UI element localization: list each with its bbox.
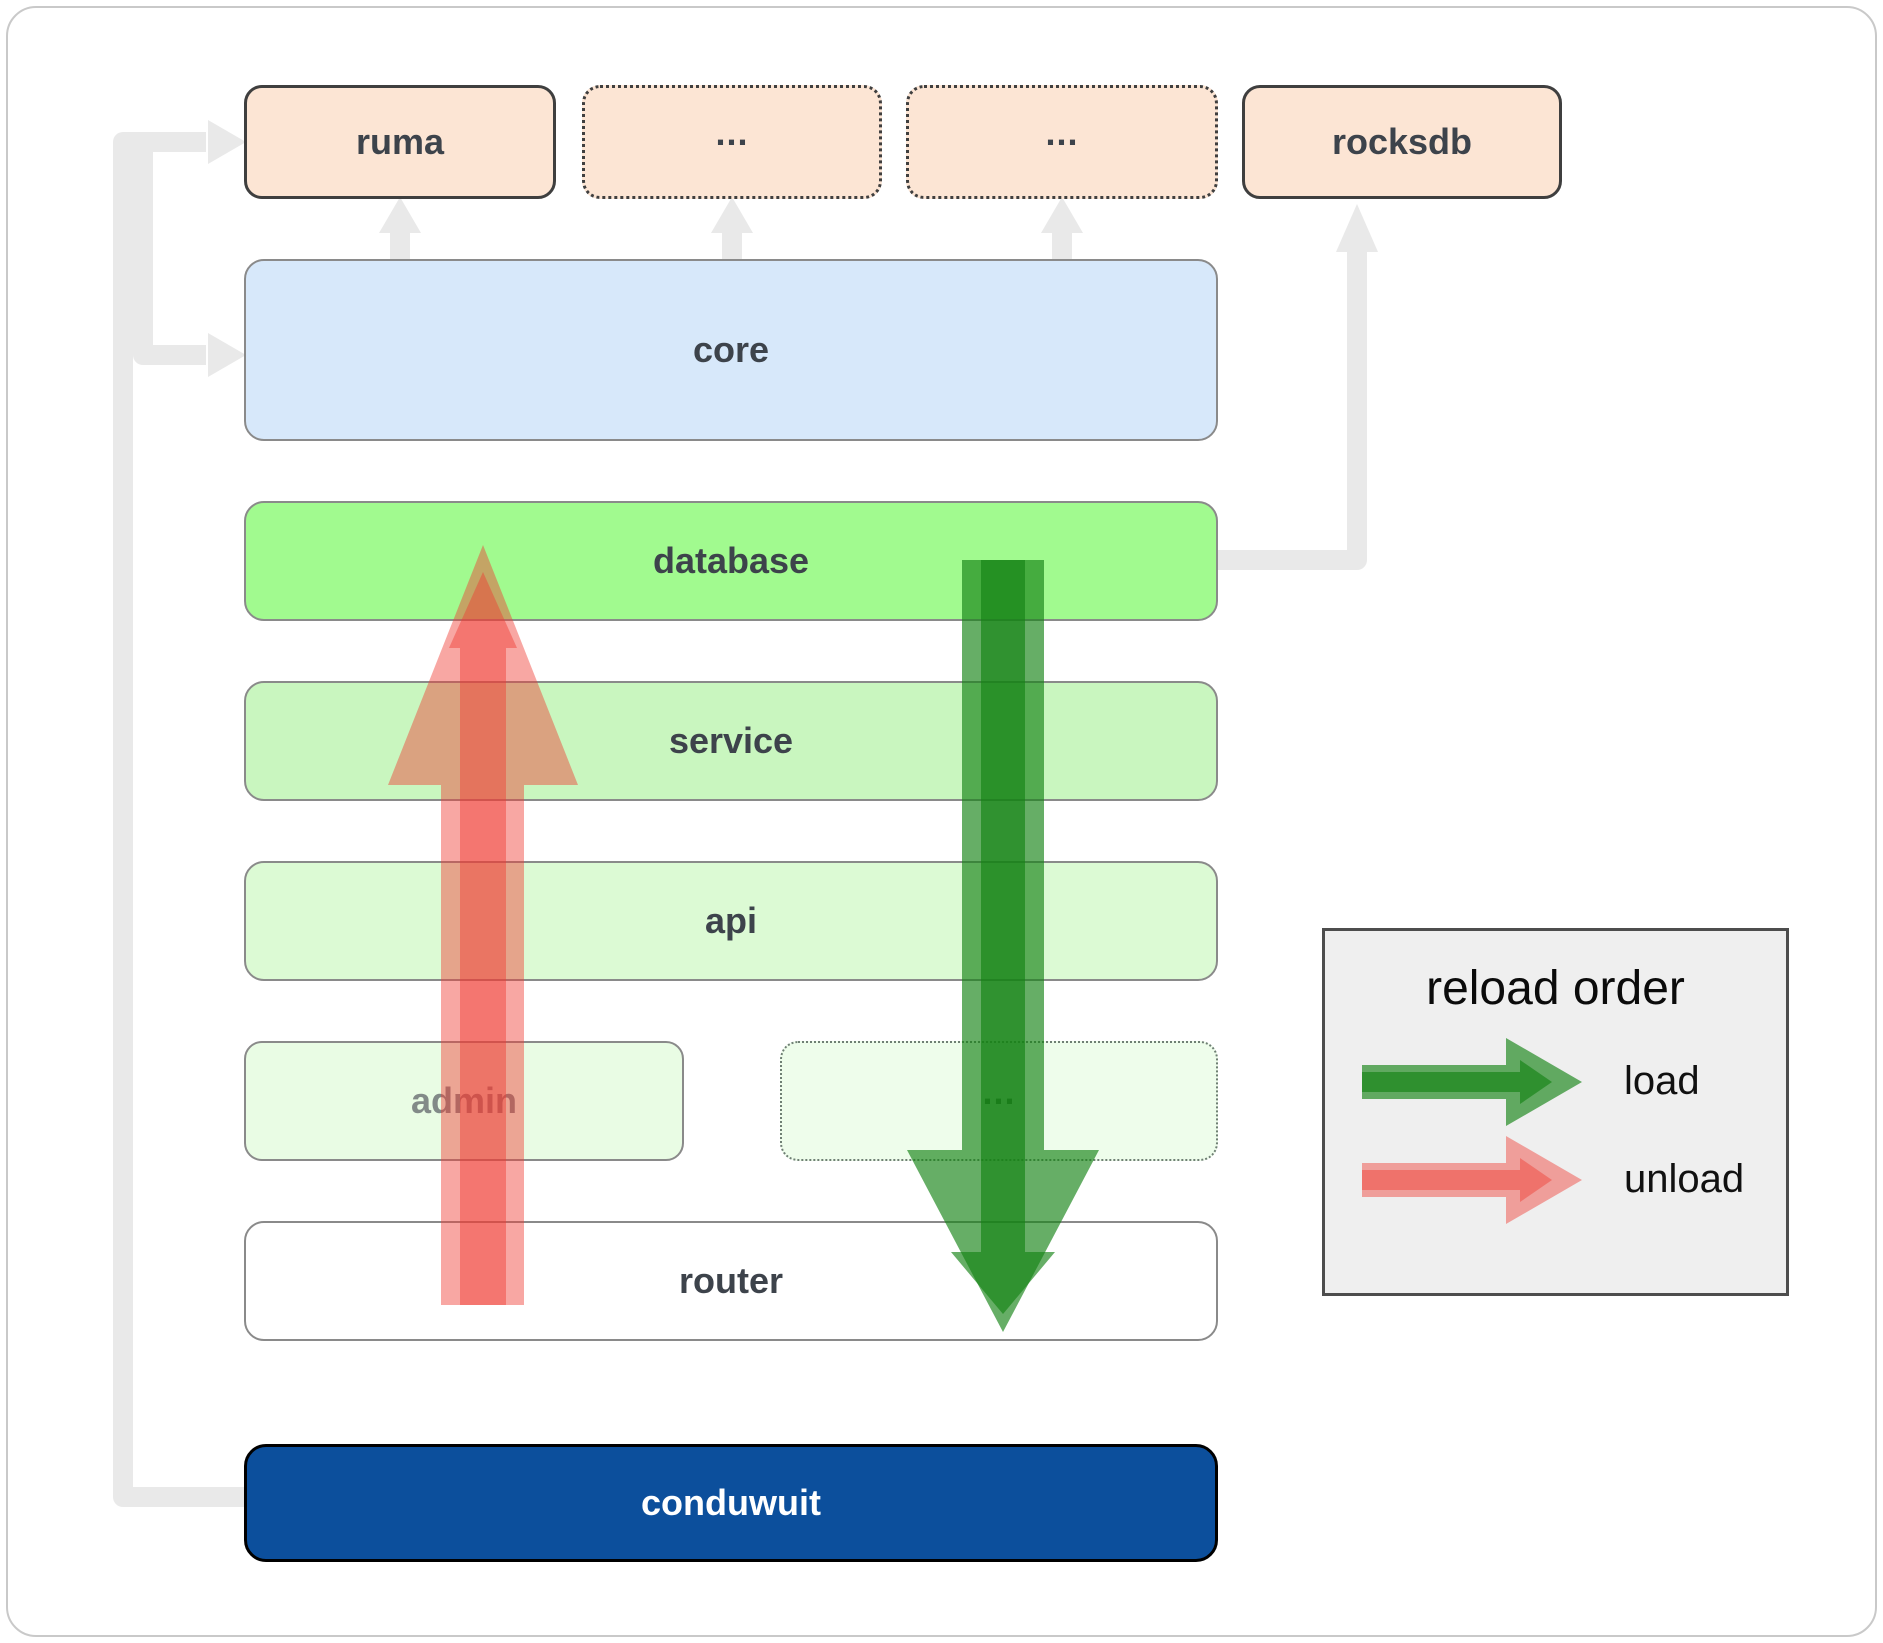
node-core: core [244,259,1218,441]
legend-box: reload order [1322,928,1789,1296]
legend-label-unload: unload [1624,1157,1745,1201]
node-router-label: router [678,1260,783,1301]
node-core-label: core [692,329,770,370]
node-rocksdb: rocksdb [1242,85,1562,199]
legend-title: reload order [1426,962,1685,1015]
node-ruma: ruma [244,85,556,199]
node-service-label: service [668,720,794,761]
node-rocksdb-label: rocksdb [1331,121,1473,162]
node-api: api [244,861,1218,981]
node-conduwuit: conduwuit [244,1444,1218,1562]
node-ellipsis-3-label: ... [982,1071,1016,1112]
node-admin: admin [244,1041,684,1161]
node-database-label: database [652,540,810,581]
node-ellipsis-3: ... [780,1041,1218,1161]
node-ellipsis-2: ... [906,85,1218,199]
outer-frame [6,6,1877,1637]
node-router: router [244,1221,1218,1341]
node-conduwuit-label: conduwuit [641,1482,821,1523]
node-ellipsis-1-label: ... [715,112,749,153]
node-service: service [244,681,1218,801]
legend-label-load: load [1624,1059,1700,1103]
node-api-label: api [704,900,757,941]
node-ellipsis-1: ... [582,85,882,199]
node-database: database [244,501,1218,621]
node-ruma-label: ruma [355,121,445,162]
node-admin-label: admin [410,1080,517,1121]
node-ellipsis-2-label: ... [1045,112,1079,153]
